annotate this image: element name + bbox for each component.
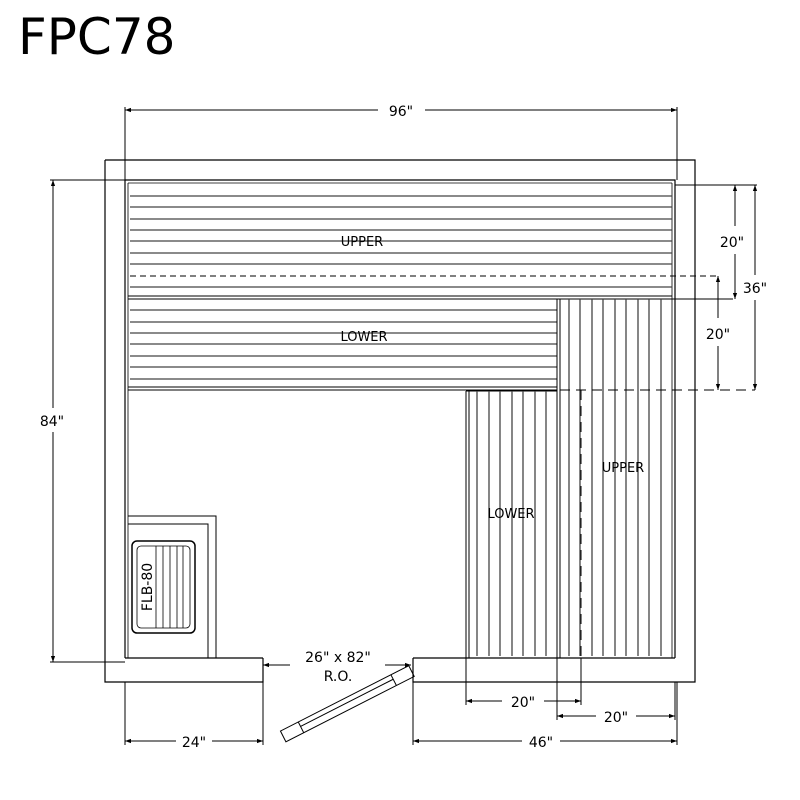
dim-side-upper-20-label: 20" xyxy=(604,710,628,726)
dim-side-lower-20-label: 20" xyxy=(511,695,535,711)
dim-46-label: 46" xyxy=(529,735,553,751)
dim-24-label: 24" xyxy=(182,735,206,751)
outer-wall xyxy=(104,159,696,683)
dimension-overall-width: 96" xyxy=(124,104,678,180)
back-lower-label: LOWER xyxy=(340,330,387,345)
dim-84-label: 84" xyxy=(40,414,64,430)
side-upper-bench: UPPER xyxy=(556,299,755,658)
dimension-bench-depths: 20" 20" 36" xyxy=(675,184,767,390)
dimension-overall-depth: 84" xyxy=(40,179,125,663)
back-upper-label: UPPER xyxy=(341,235,383,250)
door[interactable]: 26" x 82" R.O. xyxy=(263,650,415,743)
heater: FLB-80 xyxy=(128,515,217,658)
dimension-bottom: 24" 46" 20" 20" xyxy=(124,658,678,751)
door-ro-label: R.O. xyxy=(324,669,353,685)
side-upper-label: UPPER xyxy=(602,461,644,476)
dim-upper-20-label: 20" xyxy=(720,235,744,251)
heater-model-label: FLB-80 xyxy=(140,563,156,611)
dim-96-label: 96" xyxy=(389,104,413,120)
door-size-label: 26" x 82" xyxy=(305,650,371,666)
side-lower-bench: LOWER xyxy=(465,390,557,658)
back-lower-bench: LOWER xyxy=(128,309,557,391)
dim-36-label: 36" xyxy=(743,281,767,297)
dim-lower-20-label: 20" xyxy=(706,327,730,343)
back-upper-bench: UPPER xyxy=(128,195,718,300)
model-title: FPC78 xyxy=(18,8,176,66)
side-lower-label: LOWER xyxy=(487,507,534,522)
